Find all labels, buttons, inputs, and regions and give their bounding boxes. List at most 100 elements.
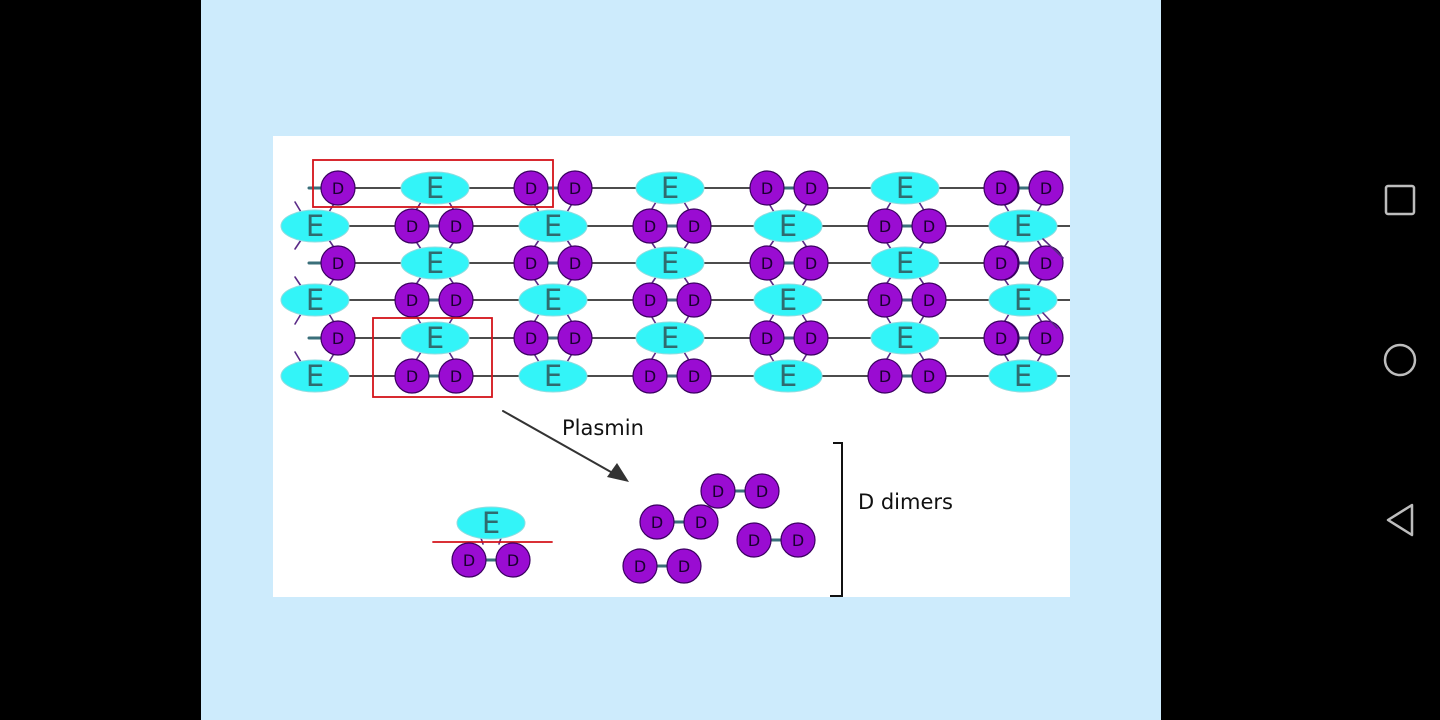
d-domain: D <box>320 170 356 206</box>
d-domain-shape <box>495 542 531 578</box>
d-domain-label: D <box>805 254 817 273</box>
e-domain-label: E <box>896 171 914 205</box>
d-domain-shape <box>513 245 549 281</box>
d-domain-shape <box>451 542 487 578</box>
e-domain: E <box>988 209 1058 243</box>
d-domain-label: D <box>525 254 537 273</box>
e-domain-shape <box>400 321 470 355</box>
highlight-box-top <box>312 159 554 208</box>
d-domain: D <box>666 548 702 584</box>
d-domain: D <box>700 473 736 509</box>
e-domain-shape <box>456 506 526 540</box>
crosslink-tail <box>1042 312 1058 329</box>
d-domain: D <box>683 504 719 540</box>
d-domain-label: D <box>332 329 344 348</box>
d-domain: D <box>513 245 549 281</box>
e-domain-shape <box>870 321 940 355</box>
recent-apps-button[interactable] <box>1370 170 1430 230</box>
d-domain: D <box>983 320 1019 356</box>
d-domain-label: D <box>450 367 462 386</box>
e-domain-label: E <box>426 321 444 355</box>
d-domain: D <box>1028 320 1064 356</box>
d-domain-label: D <box>688 291 700 310</box>
d-domain: D <box>676 208 712 244</box>
d-domain-label: D <box>995 254 1007 273</box>
d-domain-label: D <box>525 329 537 348</box>
d-domain-label: D <box>678 557 690 576</box>
d-domain: D <box>911 208 947 244</box>
d-domain-shape <box>1028 245 1064 281</box>
d-domain-shape <box>683 504 719 540</box>
d-domain-label: D <box>1040 179 1052 198</box>
d-domain: D <box>867 282 903 318</box>
e-domain-label: E <box>661 171 679 205</box>
d-domain: D <box>911 282 947 318</box>
home-button[interactable] <box>1370 330 1430 390</box>
e-domain-label: E <box>896 246 914 280</box>
d-domain-label: D <box>406 367 418 386</box>
e-domain-shape <box>753 359 823 393</box>
d-domain-shape <box>749 245 785 281</box>
d-domain-shape <box>749 170 785 206</box>
d-domain-shape <box>320 245 356 281</box>
e-domain: E <box>280 283 350 317</box>
e-domain: E <box>988 283 1058 317</box>
d-domain-label: D <box>695 513 707 532</box>
crosslink <box>294 201 302 213</box>
d-dimers-label: D dimers <box>858 490 953 514</box>
d-domain: D <box>639 504 675 540</box>
d-domain-label: D <box>792 531 804 550</box>
fibrin-degradation-diagram: DEEEDDDDDDDEEEEDDDDDDDEEEDDDDDDDEEEEDDDD… <box>280 159 1070 597</box>
d-domain-label: D <box>406 291 418 310</box>
d-domain: D <box>394 282 430 318</box>
d-domain-label: D <box>651 513 663 532</box>
e-domain-label: E <box>306 359 324 393</box>
d-domain-shape <box>983 245 1019 281</box>
d-domain-shape <box>622 548 658 584</box>
d-domain-shape <box>394 208 430 244</box>
e-domain: E <box>988 359 1058 393</box>
back-triangle-icon <box>1386 503 1414 537</box>
highlight-box-middle <box>372 317 493 398</box>
d-domain: D <box>749 245 785 281</box>
d-domain-label: D <box>463 551 475 570</box>
d-domain: D <box>983 245 1019 281</box>
d-domain: D <box>394 208 430 244</box>
e-domain-shape <box>635 171 705 205</box>
d-domain: D <box>749 320 785 356</box>
d-domain: D <box>744 473 780 509</box>
d-domain-shape <box>632 208 668 244</box>
d-domain-label: D <box>450 217 462 236</box>
d-domain-shape <box>320 320 356 356</box>
e-domain: E <box>753 209 823 243</box>
d-domain: D <box>438 358 474 394</box>
d-domain-shape <box>557 170 593 206</box>
e-domain-label: E <box>544 283 562 317</box>
e-domain-label: E <box>661 321 679 355</box>
d-domain: D <box>557 170 593 206</box>
e-domain: E <box>280 359 350 393</box>
d-domain-shape <box>983 170 1019 206</box>
crosslink <box>294 276 302 287</box>
d-domain: D <box>632 208 668 244</box>
e-domain: E <box>635 321 705 355</box>
e-domain-label: E <box>779 209 797 243</box>
e-domain-label: E <box>1014 359 1032 393</box>
crosslink <box>294 313 302 325</box>
d-domain-label: D <box>507 551 519 570</box>
e-domain-shape <box>988 359 1058 393</box>
d-domain-shape <box>1028 170 1064 206</box>
d-domain-label: D <box>406 217 418 236</box>
d-domain-label: D <box>805 329 817 348</box>
e-domain-label: E <box>661 246 679 280</box>
d-domain-label: D <box>332 254 344 273</box>
d-domain: D <box>451 542 487 578</box>
e-domain: E <box>870 321 940 355</box>
back-button[interactable] <box>1370 490 1430 550</box>
d-domain: D <box>867 208 903 244</box>
e-domain-label: E <box>306 283 324 317</box>
e-domain-shape <box>988 283 1058 317</box>
d-domain-label: D <box>761 254 773 273</box>
d-domain: D <box>1028 170 1064 206</box>
d-domain-label: D <box>688 217 700 236</box>
